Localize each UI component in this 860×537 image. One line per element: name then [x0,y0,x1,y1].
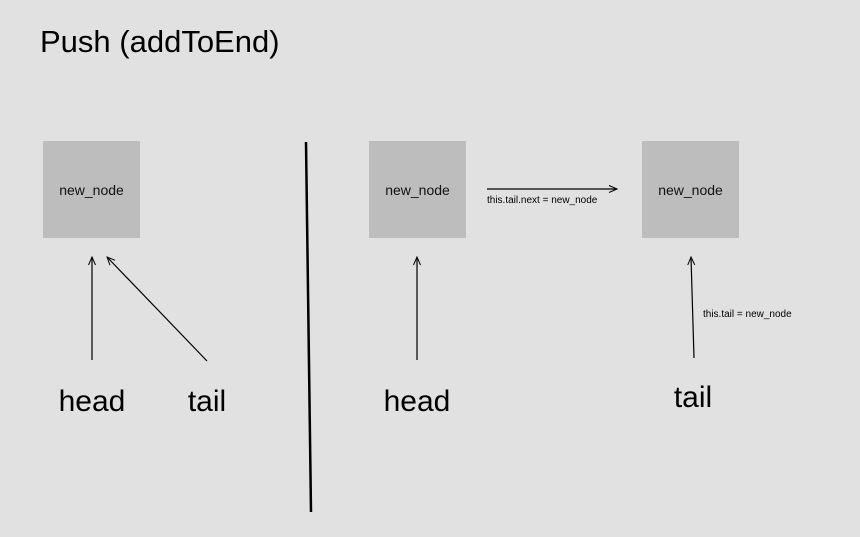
new-node-box-right-1: new_node [369,141,466,238]
node-label: new_node [59,181,124,198]
new-node-box-right-2: new_node [642,141,739,238]
tail-pointer-arrow-right [691,257,694,359]
node-label: new_node [658,181,723,198]
panel-divider [304,141,313,513]
new-node-box-left: new_node [43,141,140,238]
tail-arrow-label: this.tail = new_node [703,309,792,320]
diagram-title: Push (addToEnd) [40,24,280,59]
tail-pointer-arrow-left [107,257,208,362]
tail-label-left: tail [187,385,227,418]
node-label: new_node [385,181,450,198]
tail-label-right: tail [673,381,713,414]
head-label-right: head [383,385,451,418]
head-label-left: head [58,385,126,418]
next-arrow-label: this.tail.next = new_node [487,195,598,206]
